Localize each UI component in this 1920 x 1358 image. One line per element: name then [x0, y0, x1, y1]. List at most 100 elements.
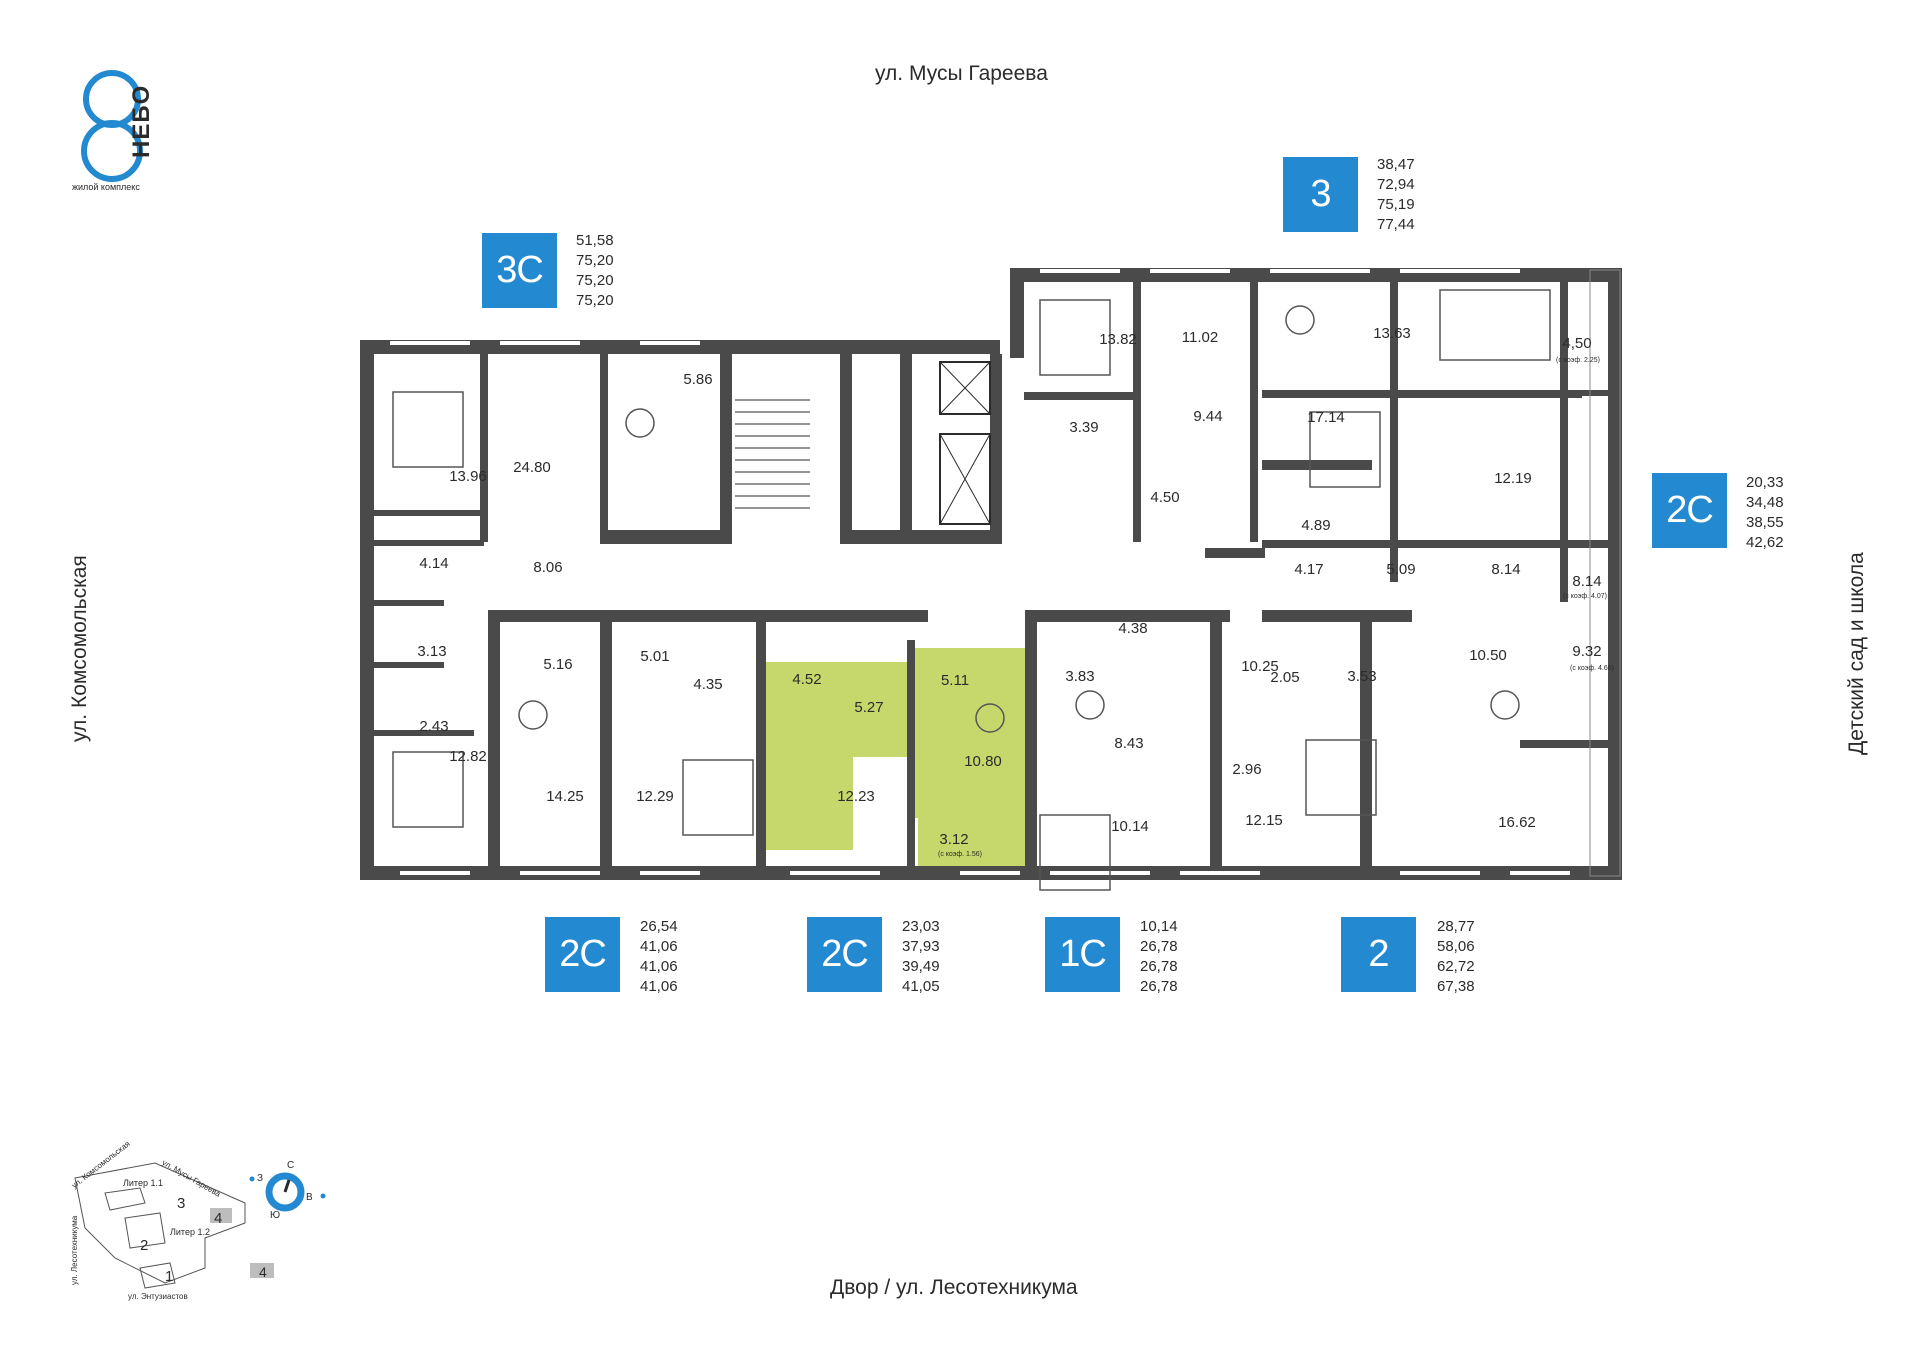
- minimap-building-1-2: Литер 1.2: [170, 1227, 210, 1237]
- room-area-label: 13.96: [449, 468, 487, 485]
- minimap-section-3: 3: [177, 1195, 186, 1212]
- room-area-label: 8.06: [533, 559, 562, 576]
- room-area-label: 5.01: [640, 648, 669, 665]
- elevator-shaft: [939, 433, 991, 525]
- selected-room-fill[interactable]: [763, 720, 853, 850]
- minimap-street-lesotehnikuma: ул. Лесотехникума: [70, 1215, 79, 1285]
- apartment-badge-1c[interactable]: 1С: [1045, 917, 1120, 992]
- inner-wall: [1390, 392, 1398, 582]
- selected-room-fill[interactable]: [907, 648, 1029, 818]
- room-area-label: 16.62: [1498, 814, 1536, 831]
- bed-icon: [1309, 411, 1381, 488]
- room-area-label: 4.35: [693, 676, 722, 693]
- room-area-label: 2.96: [1232, 761, 1261, 778]
- inner-wall: [840, 530, 990, 544]
- windows: [390, 269, 1621, 877]
- elevator-shaft: [939, 361, 991, 415]
- room-area-label: 11.02: [1182, 329, 1218, 346]
- balcony-coefficient-note: (с коэф. 4.66): [1570, 665, 1614, 672]
- bed-icon: [392, 751, 464, 828]
- dining-table-icon: [518, 700, 548, 730]
- furniture: [392, 289, 1551, 891]
- dining-table-icon: [1285, 305, 1315, 335]
- dining-table-icon: [1490, 690, 1520, 720]
- compass-south: Ю: [270, 1210, 281, 1221]
- inner-wall: [488, 610, 928, 622]
- room-area-label: 4.89: [1301, 517, 1330, 534]
- inner-wall: [1025, 610, 1037, 880]
- minimap-building-1-1: Литер 1.1: [123, 1178, 163, 1188]
- inner-wall: [1262, 460, 1372, 470]
- minimap-section-2: 2: [140, 1237, 149, 1254]
- room-area-label: 3.53: [1347, 668, 1376, 685]
- inner-wall: [1024, 392, 1134, 400]
- compass-east: В: [306, 1192, 313, 1203]
- room-area-label: 13.82: [1099, 331, 1137, 348]
- inner-wall: [1520, 740, 1620, 748]
- room-area-label: 17.14: [1307, 409, 1345, 426]
- site-minimap: [74, 1162, 326, 1289]
- outer-wall: [1010, 268, 1024, 358]
- balcony-coefficient-note: (с коэф. 4.07): [1563, 593, 1607, 600]
- room-area-label: 4.52: [792, 671, 821, 688]
- room-area-label: 10.80: [964, 753, 1002, 770]
- apartment-badge-2[interactable]: 2: [1341, 917, 1416, 992]
- inner-wall: [720, 354, 732, 544]
- inner-wall: [1250, 282, 1258, 542]
- inner-wall: [1560, 282, 1568, 602]
- room-area-label: 10.25: [1241, 658, 1279, 675]
- inner-wall: [907, 640, 915, 870]
- minimap-legend-label: 4: [259, 1264, 267, 1280]
- minimap-street-entuziastov: ул. Энтузиастов: [128, 1292, 188, 1301]
- inner-wall: [1360, 622, 1372, 870]
- outer-wall: [1580, 268, 1608, 276]
- selected-room-fill[interactable]: [763, 662, 843, 722]
- minimap-legend-swatch: [250, 1263, 274, 1278]
- room-area-label: 5.16: [543, 656, 572, 673]
- inner-wall: [756, 610, 766, 868]
- room-area-label: 3.13: [417, 643, 446, 660]
- brand-logo: [81, 70, 143, 182]
- room-area-label: 4.38: [1118, 620, 1147, 637]
- inner-wall: [990, 354, 1002, 544]
- room-area-label: 8.43: [1114, 735, 1143, 752]
- room-area-label: 3.39: [1069, 419, 1098, 436]
- room-area-label: 5.09: [1386, 561, 1415, 578]
- compass-west: З: [257, 1173, 264, 1184]
- room-area-label: 4.50: [1150, 489, 1179, 506]
- room-area-label: 5.11: [941, 672, 969, 689]
- inner-wall: [900, 354, 912, 544]
- apartment-badge-3c[interactable]: 3С: [482, 233, 557, 308]
- apartment-badge-2c-east[interactable]: 2С: [1652, 473, 1727, 548]
- room-area-label: 12.29: [636, 788, 674, 805]
- room-area-label: 9.44: [1193, 408, 1222, 425]
- outer-wall: [1608, 268, 1622, 880]
- brand-subtitle: жилой комплекс: [72, 182, 140, 192]
- dining-table-icon: [975, 703, 1005, 733]
- inner-wall: [1133, 282, 1141, 542]
- apartment-badge-2c-west[interactable]: 2С: [545, 917, 620, 992]
- compass-north: С: [287, 1160, 295, 1171]
- inner-wall: [600, 354, 608, 542]
- room-area-label: 10.50: [1469, 647, 1507, 664]
- inner-wall: [1390, 282, 1398, 392]
- apartment-badge-3[interactable]: 3: [1283, 157, 1358, 232]
- bed-icon: [1039, 814, 1111, 891]
- inner-wall: [1210, 610, 1222, 880]
- apartment-badge-2c-selected[interactable]: 2С: [807, 917, 882, 992]
- selected-room-fill[interactable]: [918, 818, 1026, 870]
- room-area-label: 10.14: [1111, 818, 1149, 835]
- minimap-section-1: 1: [165, 1268, 174, 1285]
- balcony-coefficient-note: (с коэф. 1.56): [938, 851, 982, 858]
- inner-wall: [600, 610, 612, 880]
- room-area-label: 13.63: [1373, 325, 1411, 342]
- street-top: ул. Мусы Гареева: [875, 62, 1048, 85]
- inner-wall: [488, 610, 500, 880]
